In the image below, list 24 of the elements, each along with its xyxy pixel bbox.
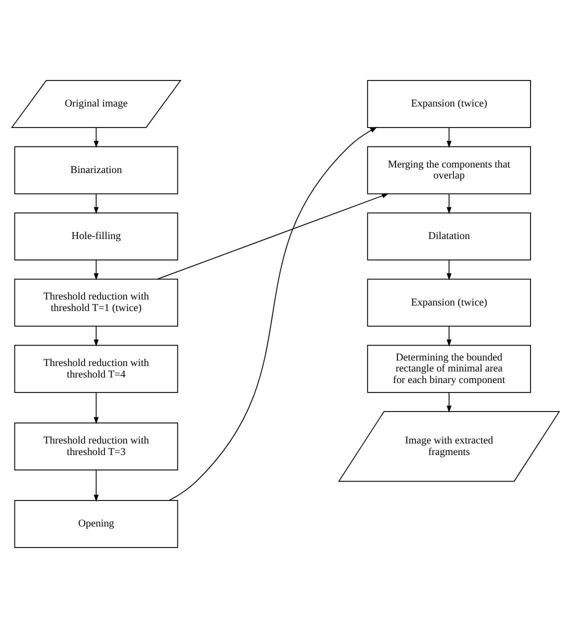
arrow: [168, 126, 378, 501]
arrow: [446, 392, 452, 413]
arrow: [446, 127, 452, 148]
node-box: Expansion (twice): [367, 80, 531, 128]
arrow: [94, 260, 99, 280]
node-box: Binarization: [14, 146, 178, 194]
arrow: [94, 392, 99, 424]
arrow: [94, 326, 99, 346]
node-box: Threshold reduction with threshold T=1 (twice): [14, 278, 178, 327]
node-box: Dilatation: [367, 212, 531, 260]
node-box: Determining the bounded rectangle of minimal area for each binary component: [367, 344, 531, 393]
node-box: Expansion (twice): [367, 278, 531, 327]
node-box: Merging the components that overlap: [367, 146, 531, 194]
node-box: Threshold reduction with threshold T=4: [14, 344, 178, 393]
arrow: [446, 260, 452, 280]
arrow: [94, 470, 99, 502]
arrow: [157, 193, 389, 280]
node-box: Threshold reduction with threshold T=3: [14, 422, 178, 470]
arrow: [94, 194, 99, 214]
arrow: [446, 326, 452, 346]
node-box: Opening: [14, 500, 178, 548]
arrow: [446, 194, 452, 214]
arrow: [94, 127, 99, 148]
node-box: Hole-filling: [14, 212, 178, 260]
